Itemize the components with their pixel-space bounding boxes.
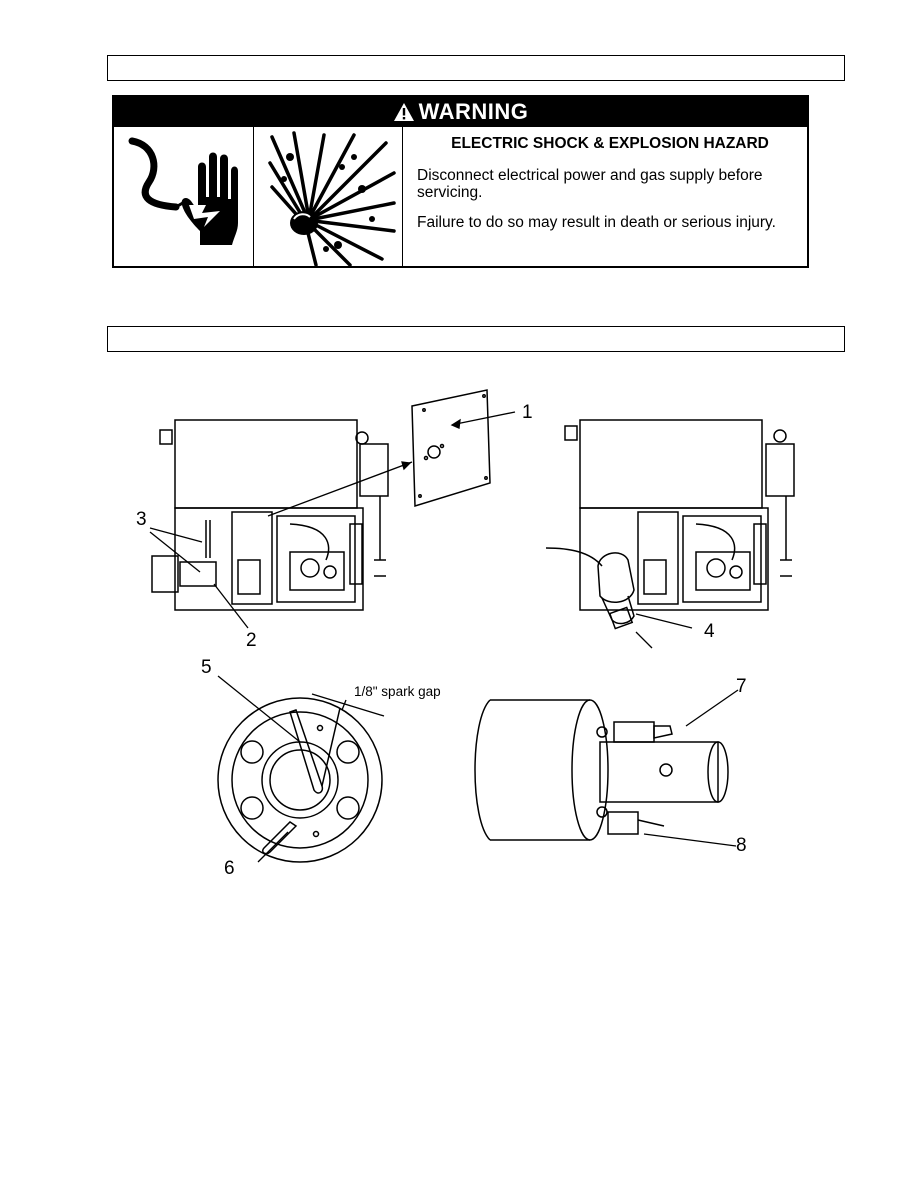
section-header-bar-top	[107, 55, 845, 81]
warning-banner-text: WARNING	[418, 99, 529, 124]
burner-assembly-illustration	[149, 389, 795, 863]
warning-banner: WARNING	[114, 97, 807, 127]
electric-shock-cell	[114, 127, 254, 266]
callout-8: 8	[736, 835, 747, 856]
burner-side-view	[474, 699, 729, 841]
callout-5: 5	[201, 657, 212, 678]
access-panel-drawing	[411, 389, 491, 508]
callout-2: 2	[246, 630, 257, 651]
warning-box: WARNING	[112, 95, 809, 268]
callout-3: 3	[136, 509, 147, 530]
spark-gap-label: 1/8" spark gap	[354, 684, 441, 699]
hazard-title: ELECTRIC SHOCK & EXPLOSION HAZARD	[451, 135, 769, 152]
section-header-bar-bottom	[107, 326, 845, 352]
explosion-icon	[268, 131, 396, 267]
warning-triangle-icon	[393, 103, 414, 121]
callout-1: 1	[522, 402, 533, 423]
callout-4: 4	[704, 621, 715, 642]
electric-shock-hand-icon	[128, 137, 238, 245]
burner-end-view	[217, 697, 383, 863]
warning-text-cell: ELECTRIC SHOCK & EXPLOSION HAZARD Discon…	[403, 127, 807, 266]
warning-consequence: Failure to do so may result in death or …	[417, 214, 776, 231]
left-unit-drawing	[151, 419, 389, 611]
explosion-cell	[254, 127, 403, 267]
callout-7: 7	[736, 676, 747, 697]
callout-6: 6	[224, 858, 235, 879]
warning-instruction: Disconnect electrical power and gas supp…	[417, 167, 763, 201]
right-unit-drawing	[545, 419, 795, 630]
